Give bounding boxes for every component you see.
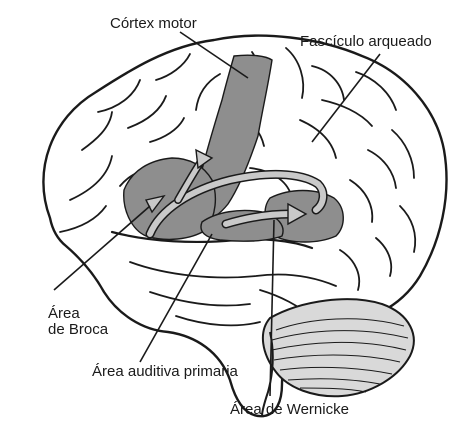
arcuate-fasciculus-label: Fascículo arqueado: [300, 33, 432, 50]
broca-area-label-line2: de Broca: [48, 321, 109, 338]
primary-auditory-label: Área auditiva primaria: [92, 363, 239, 380]
wernicke-area-label: Área de Wernicke: [230, 401, 349, 418]
broca-area-label-line1: Área: [48, 305, 80, 322]
motor-cortex-label: Córtex motor: [110, 15, 197, 32]
